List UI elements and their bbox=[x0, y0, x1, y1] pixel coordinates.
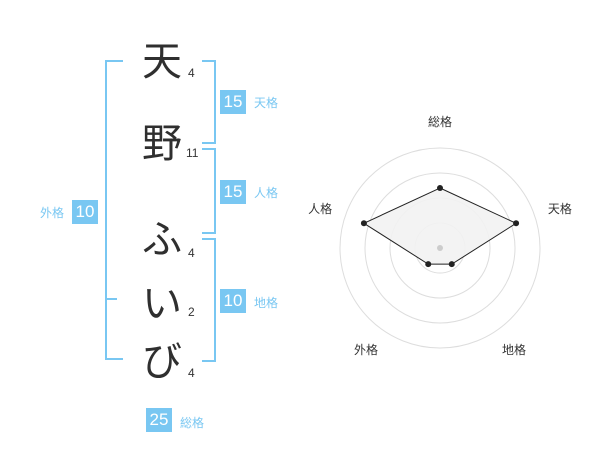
tenkaku-bracket bbox=[202, 60, 216, 144]
radar-center-dot bbox=[437, 245, 443, 251]
stroke-count-3: 4 bbox=[188, 246, 195, 260]
chikaku-bracket bbox=[202, 238, 216, 362]
radar-ring-4 bbox=[339, 147, 541, 349]
gaikaku-label: 外格 bbox=[40, 206, 65, 220]
radar-svg bbox=[339, 147, 541, 349]
name-char-1: 天 bbox=[142, 39, 182, 85]
axis-label-soukaku: 総格 bbox=[428, 115, 453, 129]
stroke-count-1: 4 bbox=[188, 66, 195, 80]
gaikaku-bracket-mid bbox=[105, 298, 117, 300]
tenkaku-label: 天格 bbox=[254, 96, 279, 110]
radar-point-4 bbox=[360, 220, 367, 227]
radar-ring-3 bbox=[364, 172, 516, 324]
gaikaku-bracket-bottom bbox=[105, 358, 123, 360]
name-char-2: 野 bbox=[142, 121, 182, 167]
chikaku-label: 地格 bbox=[254, 296, 279, 310]
radar-point-1 bbox=[513, 220, 520, 227]
gaikaku-value-badge: 10 bbox=[72, 200, 98, 224]
stroke-count-2: 11 bbox=[186, 146, 199, 160]
radar-chart: 総格 天格 地格 外格 人格 bbox=[300, 110, 590, 370]
jinkaku-bracket bbox=[202, 148, 216, 234]
jinkaku-label: 人格 bbox=[254, 186, 279, 200]
radar-point-0 bbox=[437, 185, 443, 191]
name-char-3: ふ bbox=[142, 217, 182, 263]
name-char-5: び bbox=[142, 339, 182, 385]
axis-label-gaikaku: 外格 bbox=[353, 342, 378, 357]
tenkaku-value-badge: 15 bbox=[220, 90, 246, 114]
axis-label-chikaku: 地格 bbox=[502, 342, 527, 357]
radar-point-2 bbox=[448, 261, 455, 268]
stroke-count-4: 2 bbox=[188, 305, 195, 319]
stroke-count-5: 4 bbox=[188, 366, 195, 380]
radar-point-3 bbox=[425, 261, 432, 268]
gaikaku-bracket-top bbox=[105, 60, 123, 62]
axis-label-tenkaku: 天格 bbox=[547, 202, 572, 217]
radar-polygon bbox=[362, 187, 518, 265]
name-char-4: い bbox=[142, 281, 182, 327]
axis-label-jinkaku: 人格 bbox=[308, 202, 333, 217]
soukaku-label: 総格 bbox=[180, 416, 205, 430]
gaikaku-bracket bbox=[105, 60, 107, 358]
soukaku-value-badge: 25 bbox=[146, 408, 172, 432]
jinkaku-value-badge: 15 bbox=[220, 180, 246, 204]
chikaku-value-badge: 10 bbox=[220, 289, 246, 313]
